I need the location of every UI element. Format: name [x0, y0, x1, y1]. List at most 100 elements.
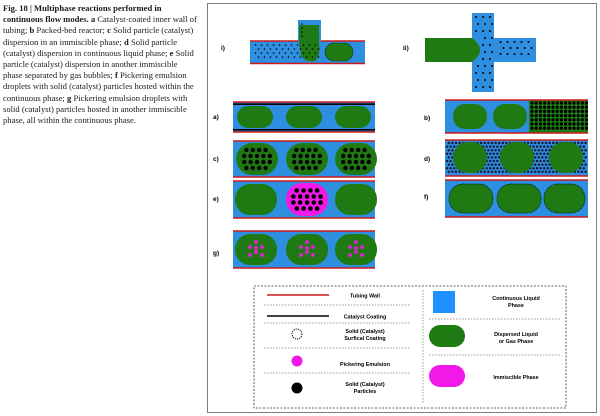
catalyst-particle — [488, 152, 492, 156]
catalyst-particle — [311, 194, 317, 199]
packed-particle — [572, 118, 576, 122]
catalyst-particle — [447, 156, 451, 159]
pickering-particle — [348, 245, 352, 249]
figure-frame — [207, 3, 597, 413]
particle — [489, 86, 491, 88]
packed-particle — [568, 105, 572, 109]
catalyst-particle — [499, 145, 503, 148]
particle — [257, 56, 260, 58]
particle — [475, 16, 477, 18]
particle — [527, 53, 530, 55]
pickering-particle — [254, 250, 258, 254]
catalyst-particle — [542, 145, 546, 148]
particle — [491, 37, 493, 39]
panel-a-coated-tube — [233, 101, 375, 133]
particle — [284, 44, 287, 46]
packed-particle — [564, 126, 568, 130]
panel-label-f: f) — [424, 194, 428, 201]
catalyst-particle — [447, 141, 451, 145]
particle — [520, 53, 523, 55]
legend-pickering-label: Pickering Emulsion — [340, 362, 390, 368]
particle — [477, 23, 479, 25]
particle — [301, 35, 303, 37]
catalyst-particle — [445, 159, 449, 163]
catalyst-particle — [248, 153, 253, 159]
catalyst-particle — [308, 206, 313, 211]
panel-label-e: e) — [213, 196, 219, 203]
catalyst-particle — [447, 170, 451, 174]
catalyst-particle — [541, 141, 544, 145]
catalyst-particle — [539, 145, 542, 148]
catalyst-particle — [362, 147, 367, 153]
catalyst-particle — [546, 159, 550, 163]
catalyst-particle — [362, 165, 367, 171]
tube-d-droplet — [549, 142, 583, 173]
junction-ii-vertical — [472, 13, 494, 92]
catalyst-particle — [551, 170, 555, 174]
pickering-particle — [311, 253, 315, 257]
catalyst-particle — [526, 170, 530, 174]
packed-particle — [559, 126, 563, 130]
catalyst-particle — [490, 170, 494, 174]
catalyst-particle — [497, 170, 501, 174]
catalyst-particle — [537, 141, 541, 145]
particle — [263, 56, 266, 58]
pickering-particle — [305, 246, 309, 250]
catalyst-particle — [526, 141, 530, 145]
catalyst-particle — [298, 159, 303, 165]
particle — [254, 44, 257, 46]
packed-particle — [568, 114, 572, 118]
catalyst-particle — [487, 163, 490, 166]
packed-particle — [547, 114, 551, 118]
particle — [513, 41, 516, 43]
particle — [301, 23, 303, 25]
catalyst-particle — [366, 159, 371, 165]
pickering-particle — [360, 253, 364, 257]
legend-immiscible-swatch — [429, 365, 465, 387]
particle — [527, 41, 530, 43]
packed-particle — [547, 105, 551, 109]
legend-solid-particles-label-2: Particles — [354, 389, 376, 395]
catalyst-particle — [584, 156, 587, 159]
particle — [299, 56, 302, 58]
packed-particle — [576, 109, 580, 113]
catalyst-particle — [449, 145, 452, 148]
catalyst-particle — [341, 153, 346, 159]
catalyst-particle — [356, 165, 361, 171]
catalyst-particle — [488, 159, 492, 163]
particle — [287, 56, 290, 58]
catalyst-particle — [454, 141, 458, 145]
catalyst-particle — [530, 141, 533, 145]
packed-particle — [585, 118, 588, 122]
catalyst-particle — [488, 145, 492, 148]
particle — [290, 52, 293, 54]
particle — [491, 23, 493, 25]
catalyst-particle — [301, 188, 306, 193]
tube-f-droplet — [448, 183, 494, 214]
particle — [489, 44, 491, 46]
particle — [266, 52, 269, 54]
particle — [530, 47, 533, 49]
catalyst-particle — [250, 147, 255, 153]
packed-particle — [576, 105, 580, 109]
legend-frame — [253, 285, 567, 409]
particle — [509, 47, 512, 49]
catalyst-particle — [445, 145, 449, 148]
catalyst-particle — [496, 159, 499, 163]
catalyst-particle — [541, 156, 544, 159]
packed-particle — [555, 101, 559, 105]
catalyst-particle — [307, 147, 312, 153]
catalyst-particle — [349, 147, 354, 153]
catalyst-particle — [584, 141, 587, 145]
packed-particle — [534, 109, 538, 113]
particle — [491, 79, 493, 81]
packed-particle — [572, 105, 576, 109]
particle — [317, 48, 320, 50]
particle — [489, 30, 491, 32]
packed-particle — [568, 126, 572, 130]
particle — [482, 44, 484, 46]
legend-surface-coating-swatch — [291, 328, 303, 340]
packed-particle — [564, 114, 568, 118]
catalyst-particle — [318, 194, 323, 199]
catalyst-particle — [447, 148, 451, 152]
